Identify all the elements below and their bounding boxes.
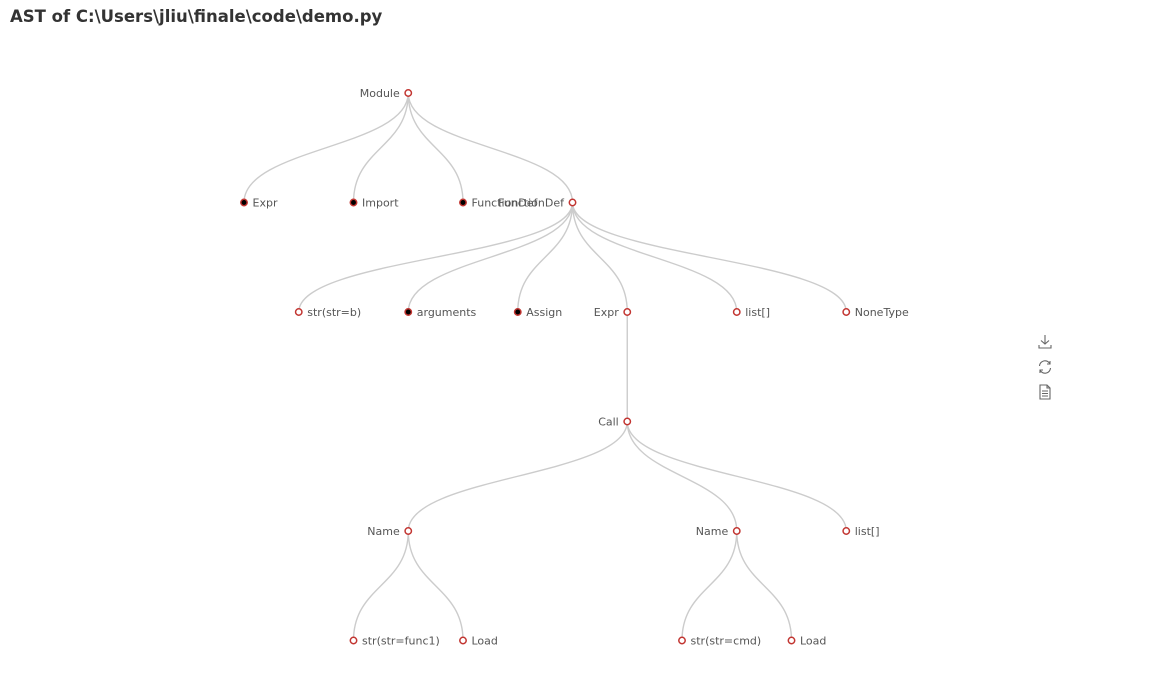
tree-node[interactable]: FunctionDef <box>459 197 539 210</box>
node-label: list[] <box>745 306 770 319</box>
expanded-node-marker[interactable] <box>787 636 796 645</box>
restore-icon[interactable] <box>1036 358 1054 376</box>
page-title: AST of C:\Users\jliu\finale\code\demo.py <box>10 7 383 26</box>
node-label: Name <box>696 525 729 538</box>
expanded-node-marker[interactable] <box>732 527 741 535</box>
tree-node[interactable]: Expr <box>594 306 632 319</box>
collapsed-node-marker[interactable] <box>459 198 467 207</box>
collapsed-node-marker[interactable] <box>349 198 358 207</box>
tree-node[interactable]: NoneType <box>842 306 909 319</box>
node-label: FunctionDef <box>498 197 565 210</box>
expanded-node-marker[interactable] <box>623 417 632 426</box>
toolbox <box>1036 333 1054 408</box>
tree-edge <box>517 202 574 313</box>
expanded-node-marker[interactable] <box>349 636 358 645</box>
node-label: list[] <box>855 525 880 538</box>
node-label: Expr <box>253 197 278 210</box>
node-label: str(str=func1) <box>362 635 440 648</box>
tree-node[interactable]: list[] <box>842 525 880 538</box>
node-label: str(str=b) <box>307 306 361 319</box>
tree-edge <box>407 202 574 313</box>
node-label: Load <box>472 635 498 648</box>
tree-node[interactable]: Name <box>367 525 413 538</box>
tree-edge <box>407 421 628 532</box>
node-label: NoneType <box>855 306 909 319</box>
tree-edge <box>352 92 409 203</box>
collapsed-node-marker[interactable] <box>404 308 413 316</box>
tree-node[interactable]: Call <box>598 416 632 429</box>
tree-edge <box>571 202 847 313</box>
tree-node[interactable]: Import <box>349 197 399 210</box>
tree-edge <box>626 421 847 532</box>
expanded-node-marker[interactable] <box>732 308 741 316</box>
tree-edges <box>243 92 847 641</box>
tree-edge <box>681 530 738 641</box>
tree-edge <box>352 530 409 641</box>
tree-node[interactable]: FunctionDef <box>498 197 577 210</box>
node-label: Module <box>360 87 400 100</box>
expanded-node-marker[interactable] <box>404 89 413 97</box>
tree-node[interactable]: arguments <box>404 306 477 319</box>
expanded-node-marker[interactable] <box>842 308 851 316</box>
save-as-image-icon[interactable] <box>1036 333 1054 351</box>
tree-node[interactable]: Module <box>360 87 413 100</box>
expanded-node-marker[interactable] <box>404 527 413 535</box>
node-label: FunctionDef <box>472 197 539 210</box>
tree-edge <box>407 92 574 203</box>
expanded-node-marker[interactable] <box>842 527 851 535</box>
tree-edge <box>626 421 738 532</box>
node-label: arguments <box>417 306 477 319</box>
tree-edge <box>243 92 409 203</box>
collapsed-node-marker[interactable] <box>513 308 522 316</box>
expanded-node-marker[interactable] <box>568 198 577 207</box>
node-label: Import <box>362 197 399 210</box>
node-label: Call <box>598 416 619 429</box>
collapsed-node-marker[interactable] <box>240 198 248 207</box>
tree-edge <box>736 530 793 641</box>
tree-node[interactable]: list[] <box>732 306 770 319</box>
tree-node[interactable]: str(str=cmd) <box>678 635 762 648</box>
expanded-node-marker[interactable] <box>678 636 686 645</box>
tree-node[interactable]: Load <box>787 635 826 648</box>
tree-edge <box>407 530 464 641</box>
tree-edge <box>298 202 574 313</box>
expanded-node-marker[interactable] <box>294 308 303 316</box>
tree-edge <box>407 92 464 203</box>
tree-node[interactable]: Expr <box>240 197 278 210</box>
tree-node[interactable]: Assign <box>513 306 563 319</box>
tree-node[interactable]: Name <box>696 525 741 538</box>
node-label: Load <box>800 635 826 648</box>
expanded-node-marker[interactable] <box>623 308 632 316</box>
node-label: Expr <box>594 306 619 319</box>
node-label: str(str=cmd) <box>691 635 762 648</box>
tree-node[interactable]: Load <box>459 635 498 648</box>
node-label: Name <box>367 525 400 538</box>
tree-edge <box>571 202 738 313</box>
data-view-icon[interactable] <box>1036 383 1054 401</box>
tree-node[interactable]: str(str=func1) <box>349 635 440 648</box>
node-label: Assign <box>526 306 562 319</box>
tree-node[interactable]: str(str=b) <box>294 306 362 319</box>
expanded-node-marker[interactable] <box>459 636 467 645</box>
tree-edge <box>571 202 628 313</box>
